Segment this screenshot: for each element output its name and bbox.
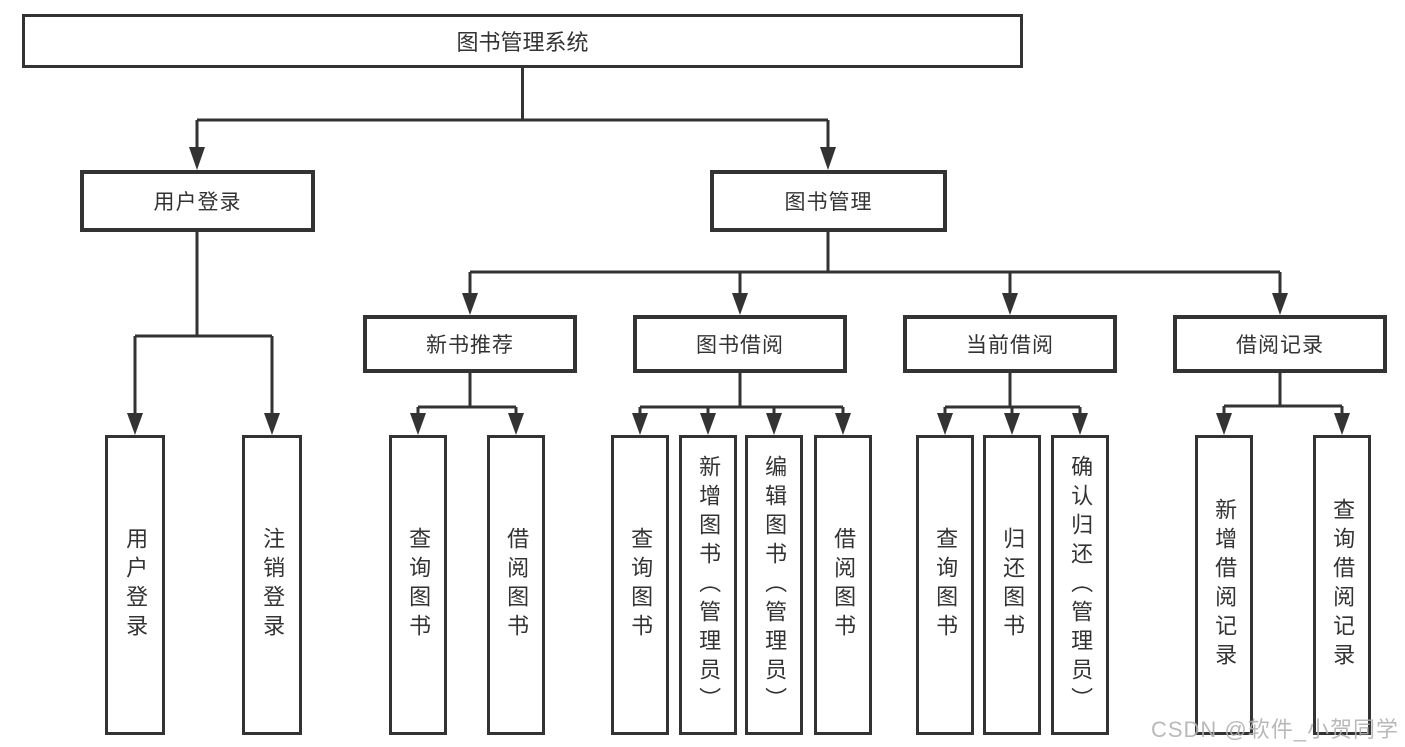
- leaf-label: 借阅图书: [504, 527, 530, 643]
- node-borrowing-records: 借阅记录: [1173, 315, 1387, 373]
- arrowheads-level2: [189, 147, 836, 170]
- node-user-login: 用户登录: [80, 170, 315, 232]
- leaf-query-books-current: 查询图书: [916, 435, 974, 735]
- leaf-label: 查询借阅记录: [1330, 498, 1356, 672]
- connector-book-management-children: [468, 232, 1282, 295]
- connector-root-to-level2: [195, 68, 830, 150]
- leaf-edit-books-admin: 编辑图书（管理员）: [745, 435, 803, 735]
- leaf-add-books-admin: 新增图书（管理员）: [679, 435, 737, 735]
- node-library-management-system: 图书管理系统: [22, 14, 1023, 68]
- leaf-label: 用户登录: [123, 527, 149, 643]
- connector-borrow-records-children: [1222, 373, 1344, 416]
- leaf-logout: 注销登录: [242, 435, 302, 735]
- node-book-borrowing: 图书借阅: [633, 315, 847, 373]
- leaf-borrow-books-recommend: 借阅图书: [487, 435, 545, 735]
- node-label: 图书借阅: [696, 334, 784, 357]
- node-new-book-recommendation: 新书推荐: [363, 315, 577, 373]
- leaf-user-login: 用户登录: [105, 435, 165, 735]
- leaf-query-books-borrow: 查询图书: [611, 435, 669, 735]
- arrowheads-new-book-children: [410, 413, 524, 435]
- arrowheads-current-borrow-children: [937, 413, 1088, 435]
- node-book-management: 图书管理: [710, 170, 947, 232]
- leaf-return-books: 归还图书: [983, 435, 1041, 735]
- leaf-label: 查询图书: [933, 527, 959, 643]
- leaf-label: 查询图书: [406, 527, 432, 643]
- leaf-query-borrow-record: 查询借阅记录: [1313, 435, 1371, 735]
- node-current-borrowing: 当前借阅: [903, 315, 1117, 373]
- arrowheads-level3: [462, 293, 1288, 315]
- connector-new-book-children: [416, 373, 518, 416]
- leaf-label: 查询图书: [628, 527, 654, 643]
- node-label: 新书推荐: [426, 334, 514, 357]
- connector-current-borrow-children: [943, 373, 1082, 416]
- leaf-label: 新增借阅记录: [1212, 498, 1238, 672]
- leaf-label: 新增图书（管理员）: [696, 454, 722, 716]
- leaf-label: 归还图书: [1000, 527, 1026, 643]
- leaf-label: 编辑图书（管理员）: [762, 454, 788, 716]
- arrowheads-user-login-children: [127, 413, 280, 435]
- node-label: 图书管理系统: [456, 30, 589, 55]
- connector-user-login-children: [133, 232, 274, 415]
- node-label: 当前借阅: [966, 334, 1054, 357]
- arrowheads-borrow-records-children: [1216, 413, 1350, 435]
- leaf-confirm-return-admin: 确认归还（管理员）: [1051, 435, 1109, 735]
- node-label: 用户登录: [153, 191, 242, 214]
- leaf-query-books-recommend: 查询图书: [389, 435, 447, 735]
- leaf-label: 借阅图书: [831, 527, 857, 643]
- leaf-add-borrow-record: 新增借阅记录: [1195, 435, 1253, 735]
- leaf-borrow-books: 借阅图书: [814, 435, 872, 735]
- node-label: 图书管理: [784, 191, 873, 214]
- leaf-label: 注销登录: [260, 527, 286, 643]
- node-label: 借阅记录: [1236, 334, 1324, 357]
- arrowheads-book-borrow-children: [632, 413, 851, 435]
- watermark-csdn: CSDN @软件_小贺同学: [1150, 717, 1399, 742]
- connector-book-borrow-children: [638, 373, 845, 416]
- leaf-label: 确认归还（管理员）: [1068, 454, 1094, 716]
